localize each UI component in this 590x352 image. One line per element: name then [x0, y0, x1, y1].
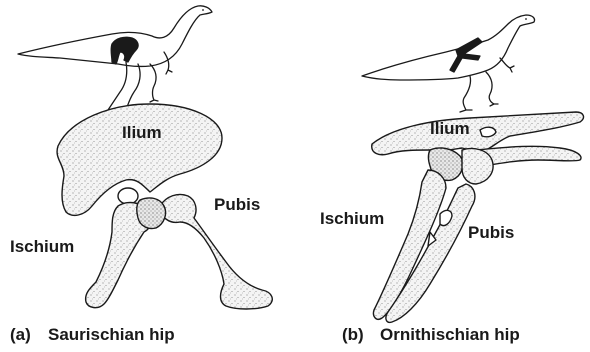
caption-a-tag: (a): [10, 326, 48, 343]
caption-b: (b)Ornithischian hip: [342, 326, 520, 343]
saurischian-ischium-label: Ischium: [10, 238, 74, 255]
caption-a-text: Saurischian hip: [48, 325, 175, 344]
caption-a: (a)Saurischian hip: [10, 326, 175, 343]
ornithischian-ilium-label: Ilium: [430, 120, 470, 137]
ornithischian-dinosaur-outline: [362, 15, 535, 112]
ornithischian-ischium-label: Ischium: [320, 210, 384, 227]
ornithischian-hip-bones: [372, 112, 584, 322]
saurischian-pubis-label: Pubis: [214, 196, 260, 213]
ornithischian-pubis-label: Pubis: [468, 224, 514, 241]
saurischian-ilium-bone: [57, 104, 222, 215]
saurischian-dinosaur-outline: [18, 6, 212, 114]
saurischian-ilium-label: Ilium: [122, 124, 162, 141]
caption-b-tag: (b): [342, 326, 380, 343]
caption-b-text: Ornithischian hip: [380, 325, 520, 344]
